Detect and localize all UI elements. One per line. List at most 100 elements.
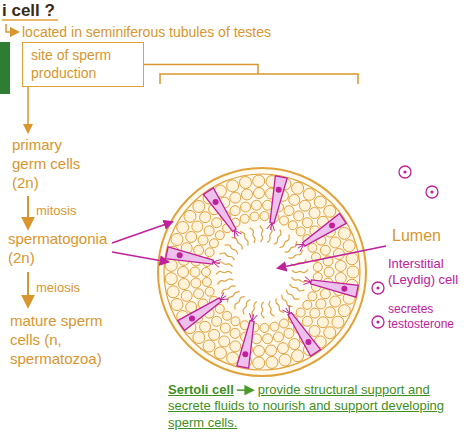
drawing-circle	[189, 315, 195, 321]
drawing-circle	[273, 332, 283, 342]
sertoli-cell-shape	[203, 188, 241, 239]
drawing-circle	[341, 286, 347, 292]
drawing-circle	[399, 166, 411, 178]
drawing-circle	[320, 245, 330, 255]
drawing-circle	[230, 328, 240, 338]
drawing-circle	[376, 286, 379, 289]
drawing-circle	[314, 196, 326, 208]
drawing-circle	[205, 287, 214, 296]
drawing-path	[288, 313, 321, 357]
drawing-circle	[239, 177, 251, 189]
drawing-circle	[372, 282, 384, 294]
drawing-circle	[324, 267, 334, 277]
drawing-circle	[186, 231, 197, 242]
drawing-circle	[167, 286, 179, 298]
drawing-circle	[376, 320, 379, 323]
sertoli-cell-shape	[178, 292, 229, 330]
drawing-circle	[227, 180, 239, 192]
drawing-circle	[308, 243, 317, 252]
drawing-circle	[253, 175, 265, 187]
drawing-circle	[330, 296, 341, 307]
drawing-circle	[253, 188, 264, 199]
drawing-path	[220, 253, 235, 260]
box-down-arrow	[27, 87, 29, 132]
drawing-path	[218, 279, 233, 285]
drawing-circle	[260, 212, 269, 221]
drawing-circle	[242, 351, 248, 357]
drawing-circle	[276, 187, 282, 193]
location-note: located in seminiferous tubules of teste…	[22, 24, 382, 42]
drawing-path	[290, 284, 305, 291]
drawing-circle	[198, 235, 208, 245]
drawing-line	[282, 310, 289, 314]
drawing-circle	[310, 308, 320, 318]
drawing-circle	[426, 186, 438, 198]
drawing-line	[271, 223, 272, 230]
sertoli-cell-shape	[282, 306, 320, 357]
drawing-path	[252, 302, 257, 318]
drawing-path	[232, 238, 243, 250]
title-arrow	[6, 24, 18, 32]
drawing-path	[260, 226, 263, 242]
drawing-circle	[335, 260, 346, 271]
drawing-circle	[178, 279, 189, 290]
drawing-path	[261, 302, 264, 318]
drawing-circle	[403, 170, 406, 173]
box-text: site of sperm production	[31, 47, 135, 82]
stage-label: spermatogonia (2n)	[8, 230, 112, 268]
bracket	[160, 74, 358, 84]
sertoli-cell-shape	[296, 213, 347, 251]
drawing-circle	[200, 321, 211, 332]
drawing-circle	[309, 208, 320, 219]
drawing-circle	[335, 273, 346, 284]
sertoli-cell-shape	[237, 313, 258, 368]
drawing-circle	[191, 278, 201, 288]
drawing-circle	[294, 211, 304, 221]
drawing-path	[235, 296, 245, 309]
spermatogonia-pointer	[112, 222, 172, 243]
drawing-circle	[302, 316, 312, 326]
drawing-circle	[212, 316, 222, 326]
part-label: Sertoli cell	[168, 382, 234, 398]
drawing-circle	[289, 194, 300, 205]
drawing-circle	[317, 317, 328, 328]
drawing-circle	[251, 200, 261, 210]
drawing-circle	[253, 357, 265, 369]
drawing-line	[272, 223, 275, 231]
drawing-path	[216, 271, 232, 274]
drawing-circle	[330, 237, 341, 248]
drawing-circle	[231, 317, 240, 326]
drawing-circle	[266, 356, 278, 368]
drawing-circle	[372, 316, 384, 328]
drawing-circle	[296, 308, 305, 317]
drawing-line	[234, 230, 241, 234]
drawing-line	[305, 277, 311, 282]
drawing-circle	[214, 347, 226, 359]
drawing-line	[252, 314, 253, 321]
drawing-circle	[181, 290, 192, 301]
stage-label: primary germ cells (2n)	[12, 136, 90, 192]
drawing-circle	[346, 253, 358, 265]
drawing-circle	[338, 305, 350, 317]
drawing-circle	[240, 214, 249, 223]
drawing-circle	[332, 316, 344, 328]
sertoli-cell-shape	[303, 277, 358, 298]
drawing-circle	[171, 299, 183, 311]
sertoli-cell-shape	[267, 176, 288, 231]
drawing-path	[286, 290, 299, 300]
drawing-line	[303, 282, 311, 285]
drawing-circle	[313, 262, 322, 271]
drawing-circle	[299, 200, 310, 211]
drawing-line	[213, 262, 220, 263]
drawing-path	[292, 277, 308, 282]
drawing-circle	[284, 328, 294, 338]
drawing-circle	[329, 223, 335, 229]
drawing-circle	[320, 289, 330, 299]
title: i cell ?	[2, 0, 55, 21]
drawing-path	[280, 235, 290, 248]
drawing-circle	[184, 210, 196, 222]
drawing-line	[213, 260, 221, 263]
drawing-circle	[305, 339, 311, 345]
drawing-circle	[270, 322, 279, 331]
drawing-circle	[209, 239, 218, 248]
